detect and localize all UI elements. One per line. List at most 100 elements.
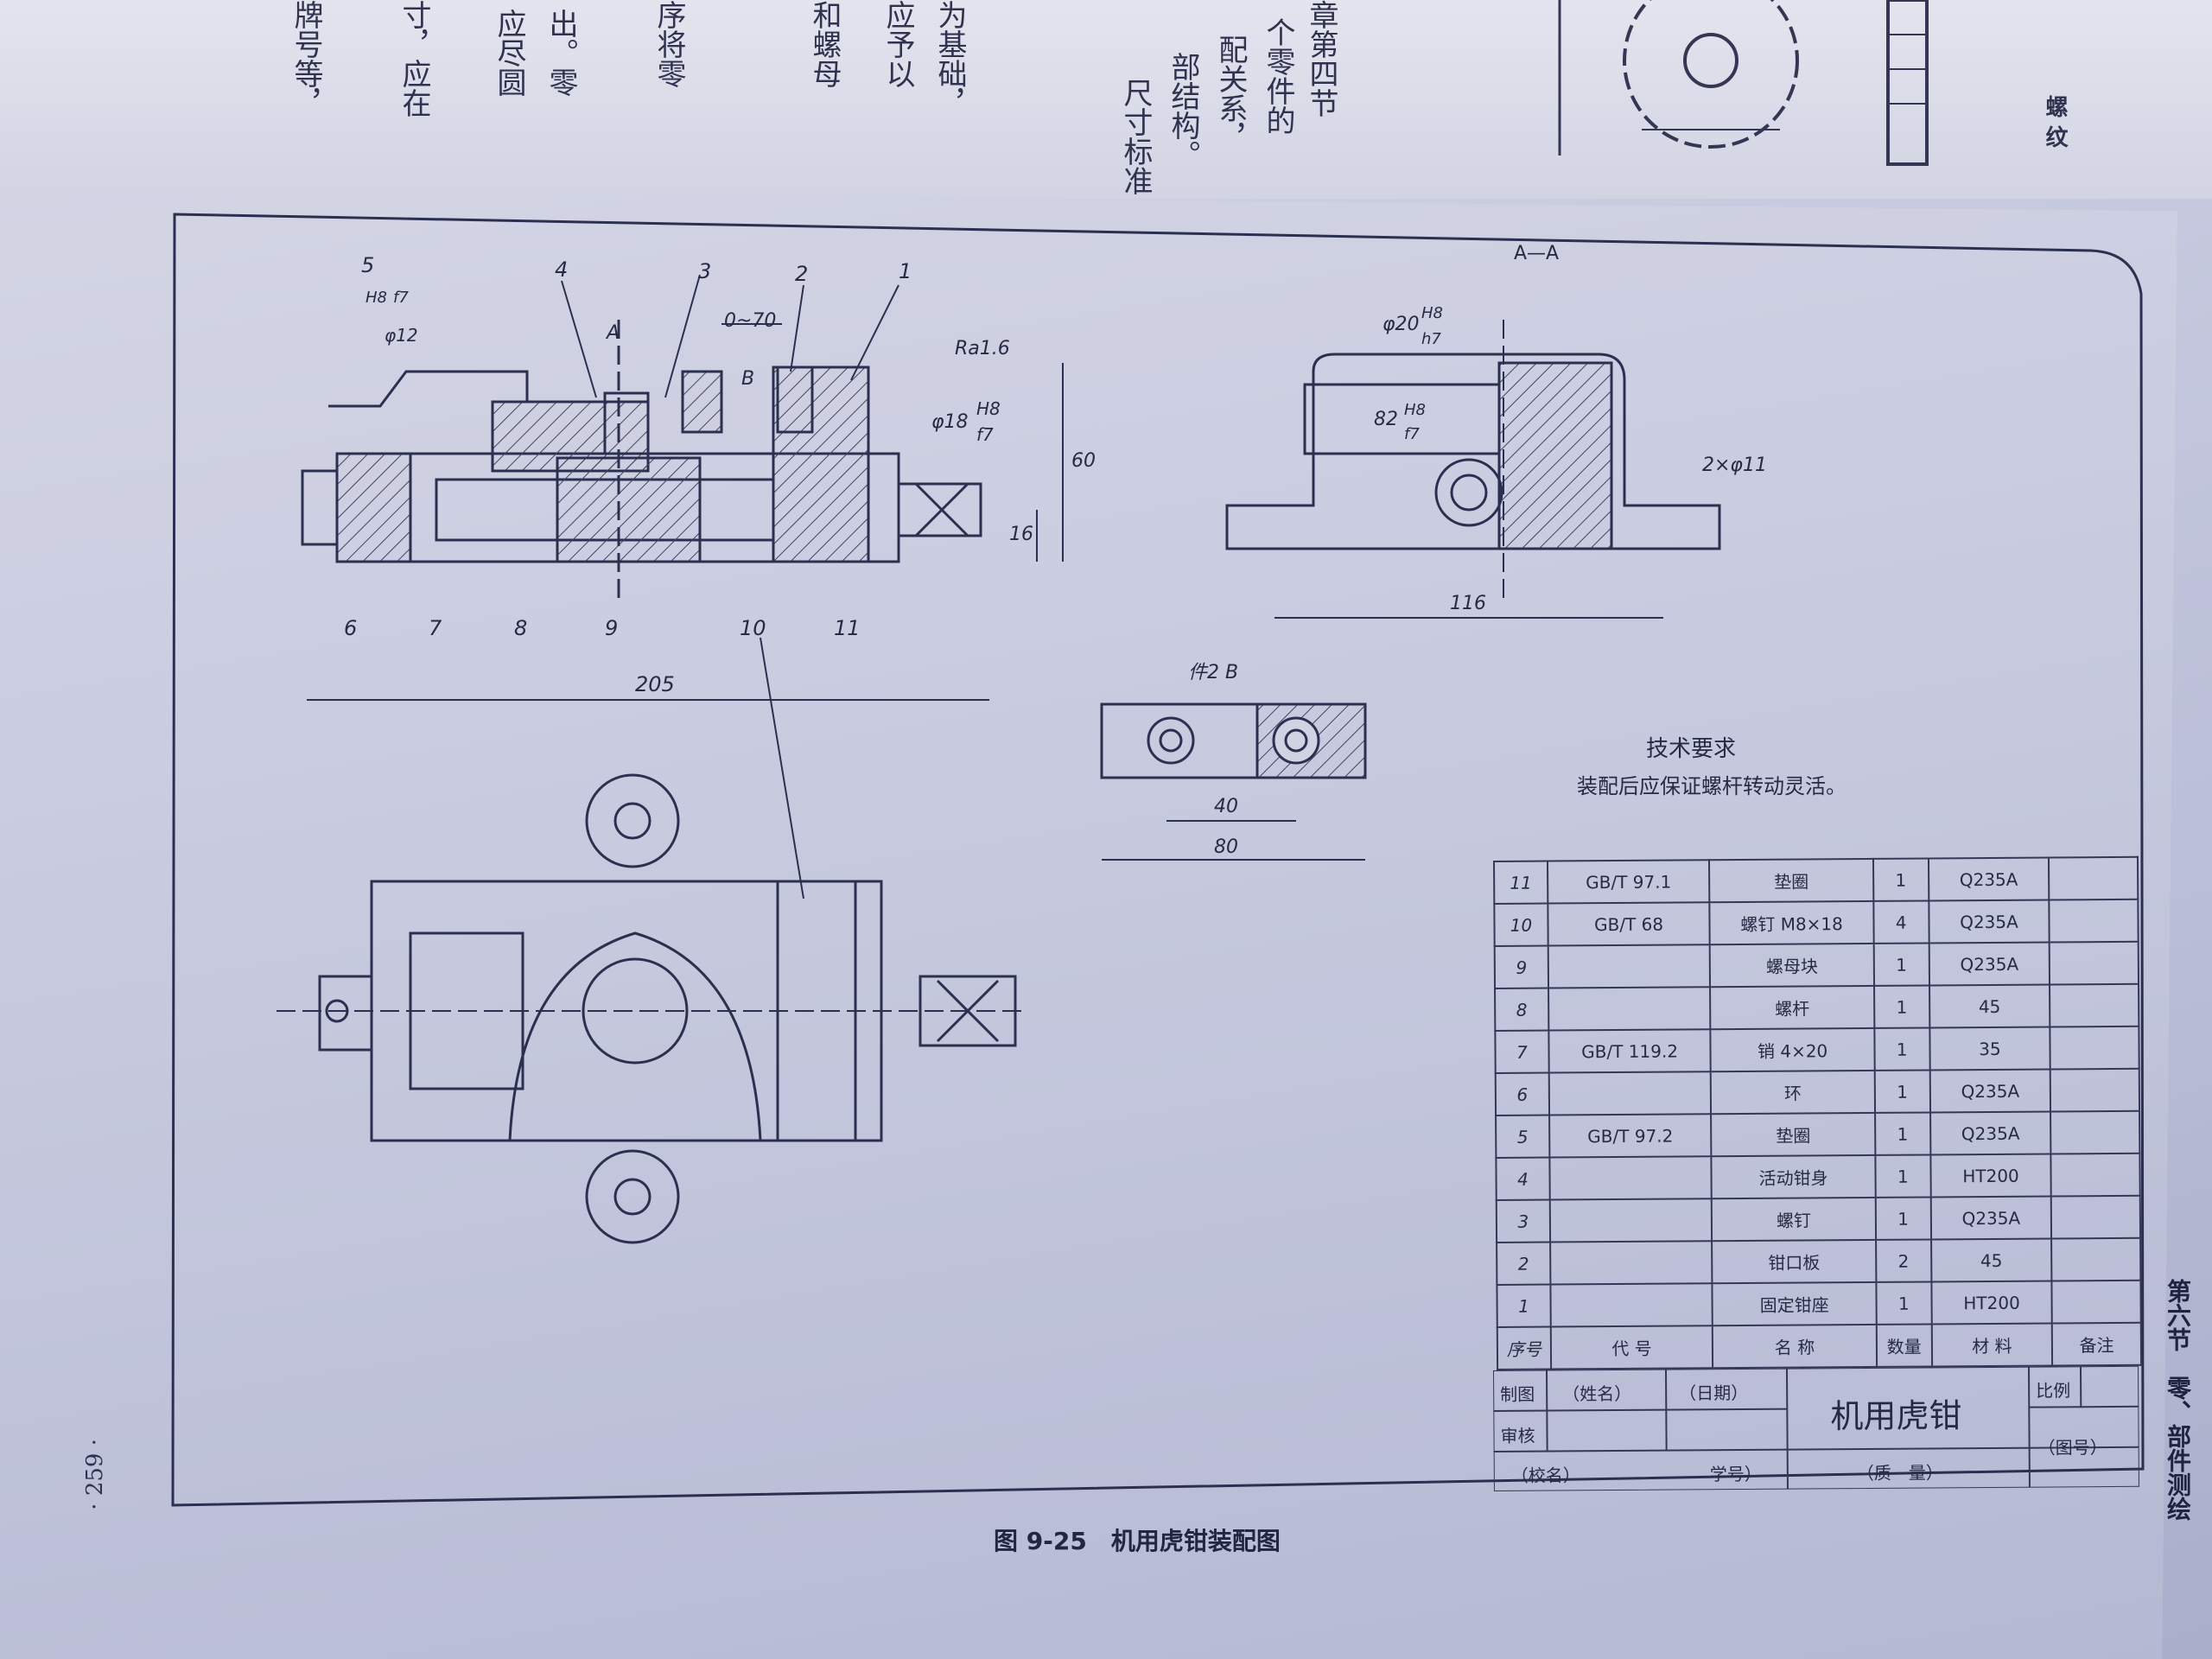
bom-cell: 11 (1494, 861, 1548, 904)
top-text-col: 应尽圆 (492, 9, 526, 97)
bom-cell: 7 (1495, 1030, 1549, 1073)
bom-cell (1549, 1156, 1713, 1200)
bom-header-cell: 代 号 (1550, 1325, 1713, 1370)
bom-cell (2049, 941, 2139, 985)
part-number: 8 (514, 616, 527, 640)
bom-cell: 1 (1876, 1281, 1932, 1325)
dim-16: 16 (1009, 524, 1033, 545)
bom-header-cell: 名 称 (1713, 1324, 1877, 1369)
bom-cell: 2 (1875, 1239, 1932, 1282)
bom-cell: Q235A (1928, 857, 2050, 901)
bom-cell: GB/T 119.2 (1548, 1029, 1712, 1073)
tb-scale: 比例 (2036, 1380, 2071, 1402)
bom-cell: 1 (1874, 1070, 1930, 1113)
bom-cell: 1 (1875, 1197, 1931, 1240)
gear-icon (1558, 0, 1799, 156)
page-number: · 259 · (82, 1439, 108, 1510)
bom-header-cell: 数量 (1876, 1324, 1932, 1367)
right-tab-label: 螺 纹 (2042, 95, 2068, 149)
part-number: 2 (795, 262, 808, 286)
dim-116: 116 (1450, 593, 1486, 614)
dim-205: 205 (635, 672, 675, 696)
bom-cell: 固定钳座 (1712, 1281, 1877, 1326)
dim-80: 80 (1214, 836, 1238, 858)
tb-student-no: 学号） (1709, 1463, 1762, 1485)
tb-drawing-no: （图号） (2037, 1437, 2107, 1459)
front-section-view (301, 320, 982, 605)
dim-phi12: φ12 (385, 325, 418, 346)
bom-cell (2050, 1068, 2140, 1112)
tb-date: （日期） (1679, 1382, 1749, 1404)
bom-cell: 6 (1495, 1072, 1549, 1116)
bom-cell: GB/T 68 (1548, 902, 1710, 946)
bom-cell (2050, 1026, 2139, 1070)
bom-cell: 4 (1496, 1157, 1550, 1200)
section-mark-a: A (605, 322, 620, 344)
bom-cell: 1 (1873, 943, 1929, 986)
part2-view (1100, 702, 1367, 861)
bom-cell: 10 (1494, 903, 1548, 946)
bom-cell: 4 (1873, 900, 1929, 944)
part-number: 5 (361, 253, 374, 277)
bom-cell: 螺杆 (1710, 985, 1875, 1030)
bom-header-cell: 备注 (2052, 1322, 2142, 1366)
bom-cell: 活动钳身 (1711, 1154, 1876, 1199)
bom-cell: 1 (1874, 1027, 1930, 1071)
top-text-col: 尺寸标准 (1118, 78, 1153, 195)
bom-cell: 垫圈 (1709, 858, 1874, 903)
bom-cell (2050, 1153, 2140, 1197)
bom-cell (2049, 899, 2139, 943)
bom-cell: 1 (1873, 985, 1929, 1028)
bom-cell: 5 (1496, 1115, 1550, 1158)
top-text-col: 章第四节 (1304, 0, 1338, 118)
bom-cell: 螺母块 (1709, 943, 1874, 988)
bom-cell: 钳口板 (1712, 1239, 1877, 1284)
bom-cell: Q235A (1929, 1111, 2051, 1155)
bom-cell: 销 4×20 (1710, 1027, 1875, 1072)
dim-phi20: φ20 (1382, 314, 1420, 335)
bom-cell: HT200 (1929, 1154, 2052, 1198)
bom-cell: 1 (1874, 1112, 1930, 1155)
bom-cell (2051, 1195, 2141, 1239)
bom-cell: 环 (1711, 1070, 1875, 1115)
title-block: 制图 （姓名） （日期） 审核 机用虎钳 比例 （校名） 学号） （质 量） （… (1493, 1365, 2139, 1491)
bom-cell: 1 (1872, 858, 1929, 901)
figure-caption: 图 9-25 机用虎钳装配图 (994, 1527, 1281, 1555)
bom-cell: 3 (1496, 1199, 1550, 1243)
bom-cell (2050, 983, 2139, 1027)
bom-cell: 螺钉 M8×18 (1709, 900, 1874, 945)
dim-holes: 2×φ11 (1702, 454, 1767, 476)
bom-cell: 45 (1929, 984, 2050, 1028)
dim-fit-f7b: f7 (393, 289, 409, 307)
bom-cell: Q235A (1929, 1069, 2051, 1113)
top-text-col: 配关系， (1213, 35, 1248, 152)
part2-label: 件2 B (1188, 662, 1238, 683)
bom-cell (1549, 1198, 1713, 1243)
top-text-col: 牌号等， (289, 0, 323, 118)
bom-cell: 1 (1875, 1154, 1931, 1198)
top-text-col: 出。零 (543, 9, 578, 97)
top-text-col: 个零件的 (1261, 17, 1295, 135)
tb-check: 审核 (1500, 1425, 1535, 1446)
bom-cell: HT200 (1931, 1281, 2053, 1325)
part-number: 3 (698, 259, 711, 283)
part-number: 10 (740, 616, 766, 640)
upper-page (0, 0, 2212, 199)
dim-60: 60 (1071, 450, 1096, 472)
bom-cell (1548, 1071, 1712, 1116)
bom-cell: Q235A (1930, 1196, 2052, 1240)
dim-fit-h8b: H8 (365, 289, 387, 307)
dim-phi18: φ18 (931, 411, 969, 433)
dim-h7: h7 (1421, 330, 1441, 348)
bom-cell (2051, 1280, 2141, 1324)
